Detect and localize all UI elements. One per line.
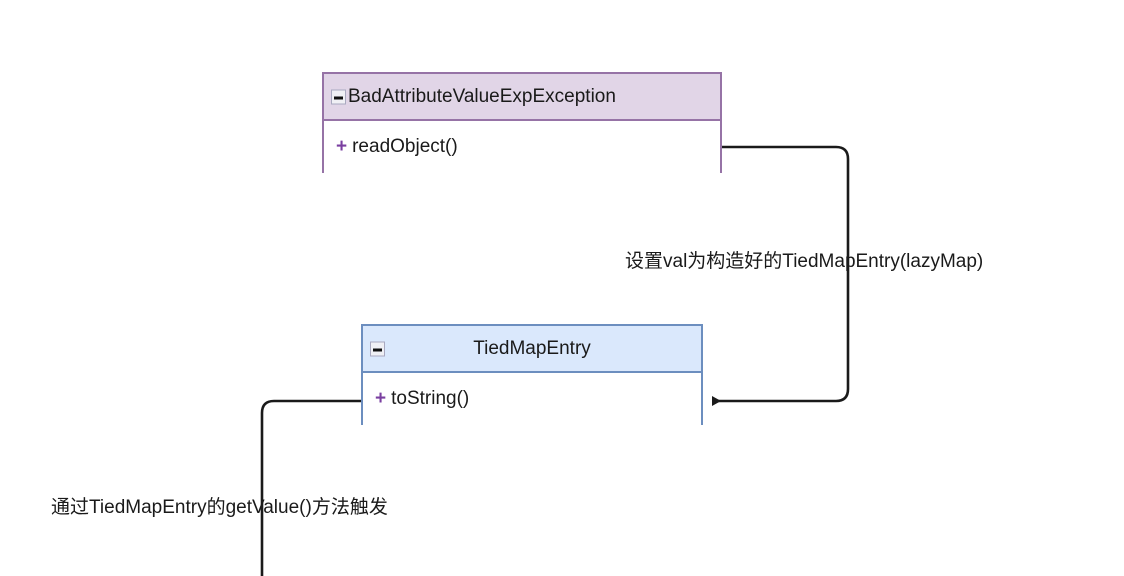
- uml-member-readobject: +readObject(): [336, 136, 458, 158]
- edge-label-getvalue-trigger: 通过TiedMapEntry的getValue()方法触发: [51, 497, 388, 518]
- uml-class-members: +readObject(): [324, 121, 720, 173]
- uml-class-name: TiedMapEntry: [473, 337, 591, 359]
- minus-box-icon[interactable]: [331, 89, 346, 104]
- uml-member-label: toString(): [391, 388, 470, 409]
- minus-box-icon[interactable]: [370, 341, 385, 356]
- uml-class-members: +toString(): [363, 373, 701, 425]
- edge-readobject-to-tiedmapentry-path: [712, 145, 850, 406]
- visibility-public-icon: +: [375, 388, 387, 409]
- uml-class-bad-attribute-value-exp-exception[interactable]: BadAttributeValueExpException +readObjec…: [322, 72, 722, 173]
- uml-class-tied-map-entry[interactable]: TiedMapEntry +toString(): [361, 324, 703, 425]
- uml-member-label: readObject(): [352, 136, 458, 157]
- uml-class-header: TiedMapEntry: [363, 326, 701, 373]
- uml-member-tostring: +toString(): [375, 388, 469, 410]
- uml-class-header: BadAttributeValueExpException: [324, 74, 720, 121]
- visibility-public-icon: +: [336, 136, 348, 157]
- uml-class-name: BadAttributeValueExpException: [348, 85, 616, 107]
- edge-label-set-val: 设置val为构造好的TiedMapEntry(lazyMap): [625, 251, 984, 272]
- edge-tiedmapentry-getvalue-path: [260, 399, 361, 576]
